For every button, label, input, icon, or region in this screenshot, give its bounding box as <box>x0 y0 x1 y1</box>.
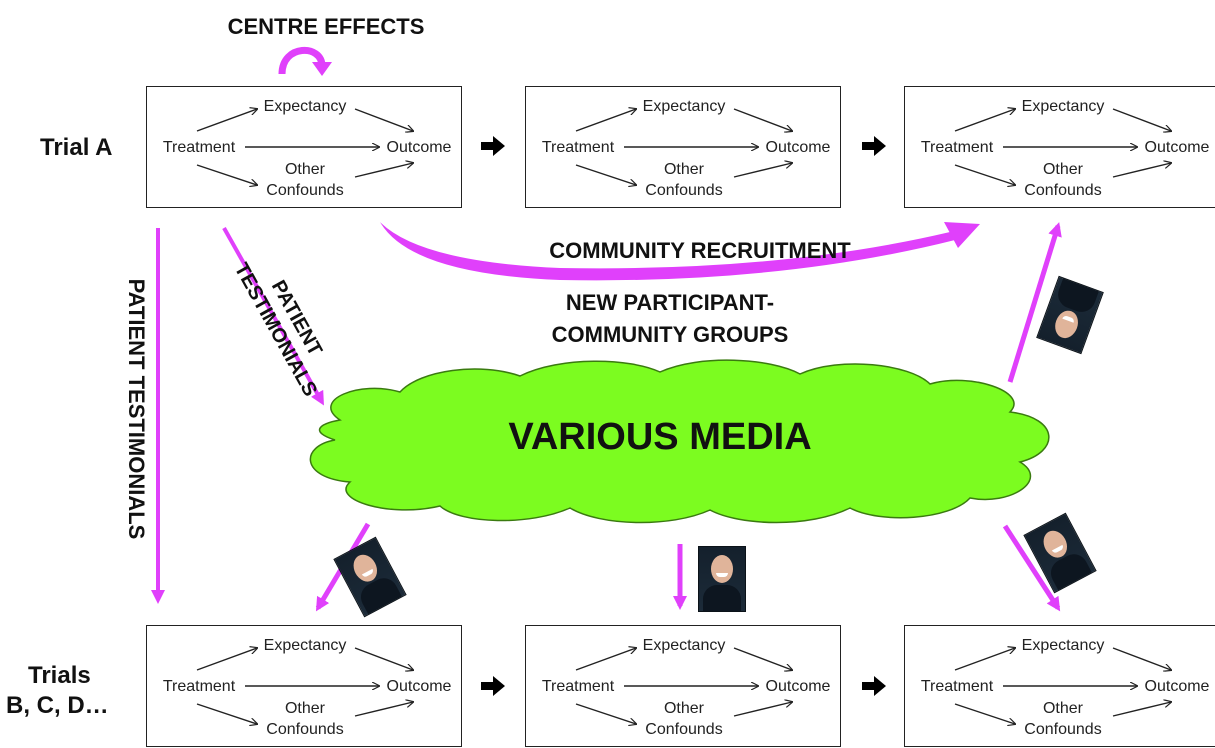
confounds-node: Confounds <box>1024 182 1102 199</box>
other-node: Other <box>284 161 325 178</box>
outcome-node: Outcome <box>386 139 452 156</box>
outcome-node: Outcome <box>765 678 831 695</box>
media-to-trial-b3-arrow <box>1002 524 1061 612</box>
confounds-node: Confounds <box>266 721 344 738</box>
other-node: Other <box>663 161 704 178</box>
other-node: Other <box>1042 700 1083 717</box>
trial-b-model-2: Expectancy Treatment Outcome Other Confo… <box>525 625 841 747</box>
confounds-node: Confounds <box>645 721 723 738</box>
trials-bcd-label-line2: B, C, D… <box>6 692 109 719</box>
outcome-node: Outcome <box>765 139 831 156</box>
trial-a-model-3: Expectancy Treatment Outcome Other Confo… <box>904 86 1215 208</box>
expectancy-node: Expectancy <box>642 637 726 654</box>
outcome-node: Outcome <box>1144 139 1210 156</box>
causal-arrows <box>196 626 463 748</box>
centre-effects-label: CENTRE EFFECTS <box>227 14 425 39</box>
block-arrow-right-icon <box>481 136 886 696</box>
patient-testimonials-vertical-label: PATIENT TESTIMONIALS <box>124 278 149 540</box>
causal-arrows <box>196 87 463 209</box>
treatment-node: Treatment <box>541 139 615 156</box>
causal-arrows <box>954 87 1215 209</box>
community-recruitment-label: COMMUNITY RECRUITMENT <box>549 238 851 263</box>
confounds-node: Confounds <box>1024 721 1102 738</box>
treatment-node: Treatment <box>920 678 994 695</box>
expectancy-node: Expectancy <box>1021 98 1105 115</box>
expectancy-node: Expectancy <box>263 98 347 115</box>
causal-arrows <box>575 626 842 748</box>
patient-testimonials-diagonal-arrow <box>222 227 324 406</box>
treatment-node: Treatment <box>541 678 615 695</box>
trial-a-model-2: Expectancy Treatment Outcome Other Confo… <box>525 86 841 208</box>
treatment-node: Treatment <box>920 139 994 156</box>
outcome-node: Outcome <box>386 678 452 695</box>
trial-b-model-1: Expectancy Treatment Outcome Other Confo… <box>146 625 462 747</box>
other-node: Other <box>663 700 704 717</box>
community-recruitment-arrow <box>380 222 980 281</box>
treatment-node: Treatment <box>162 139 236 156</box>
other-node: Other <box>284 700 325 717</box>
various-media-label: VARIOUS MEDIA <box>508 416 812 458</box>
expectancy-node: Expectancy <box>263 637 347 654</box>
other-node: Other <box>1042 161 1083 178</box>
expectancy-node: Expectancy <box>642 98 726 115</box>
trial-b-model-3: Expectancy Treatment Outcome Other Confo… <box>904 625 1215 747</box>
trial-a-model-1: Expectancy Treatment Outcome Other Confo… <box>146 86 462 208</box>
treatment-node: Treatment <box>162 678 236 695</box>
expectancy-node: Expectancy <box>1021 637 1105 654</box>
trial-a-label: Trial A <box>40 134 113 161</box>
causal-arrows <box>575 87 842 209</box>
various-media-cloud <box>309 359 1050 524</box>
confounds-node: Confounds <box>645 182 723 199</box>
media-to-trial-a-arrow <box>1007 222 1062 383</box>
new-participant-label-line1: NEW PARTICIPANT- <box>565 290 775 315</box>
new-participant-label-line2: COMMUNITY GROUPS <box>551 322 789 347</box>
outcome-node: Outcome <box>1144 678 1210 695</box>
curved-arrow-icon <box>278 47 332 76</box>
trials-bcd-label-line1: Trials <box>28 662 91 689</box>
person-photo-icon <box>698 546 746 612</box>
confounds-node: Confounds <box>266 182 344 199</box>
causal-arrows <box>954 626 1215 748</box>
